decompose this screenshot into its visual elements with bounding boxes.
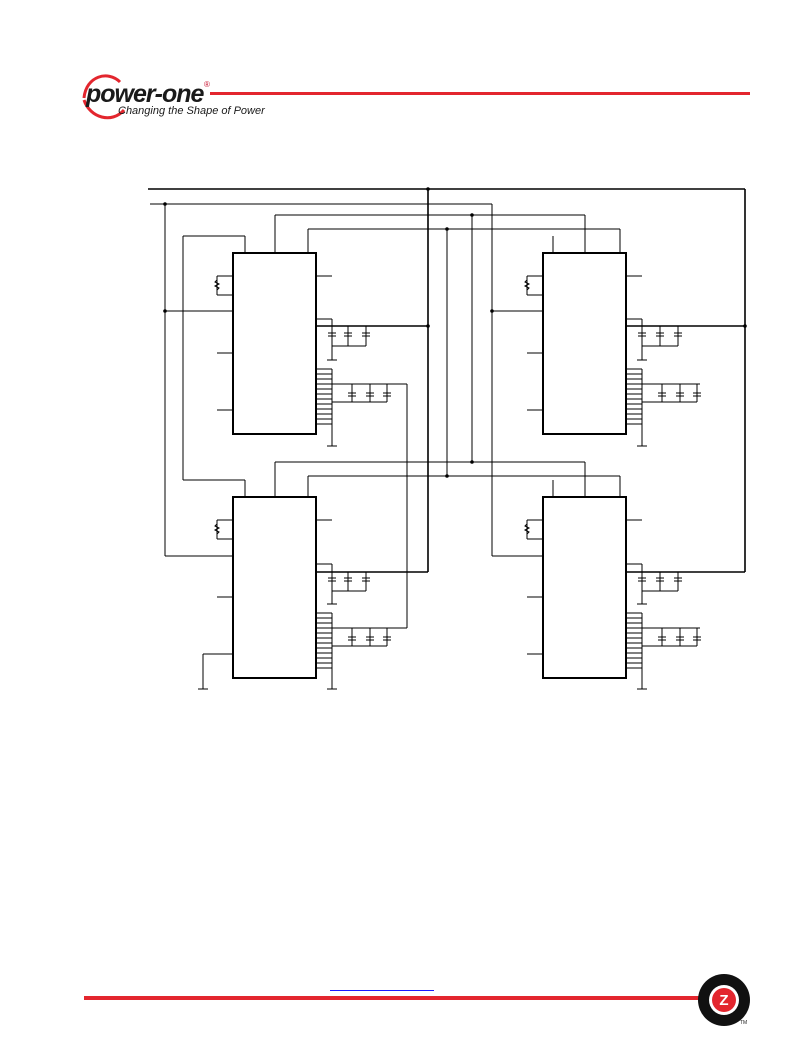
page-header: power-one ® Changing the Shape of Power bbox=[0, 0, 802, 130]
cap-bank-br bbox=[626, 519, 745, 690]
badge-label: DIGITAL IBA bbox=[700, 1030, 729, 1036]
footer-link[interactable] bbox=[330, 976, 434, 991]
cap-bank-tr bbox=[626, 275, 745, 447]
chip-pins-tl bbox=[165, 275, 233, 411]
logo-wordmark: power-one bbox=[86, 80, 204, 108]
footer-divider bbox=[84, 996, 700, 1000]
cap-bank-bl bbox=[316, 519, 428, 690]
chip-pins-br bbox=[491, 519, 543, 655]
logo-swoosh-icon bbox=[82, 74, 750, 120]
cap-bank-tl bbox=[316, 275, 428, 628]
chip-pins-tr bbox=[492, 275, 543, 411]
logo-registered-mark: ® bbox=[204, 80, 210, 89]
logo-tagline: Changing the Shape of Power bbox=[118, 105, 265, 117]
badge-tm-mark: TM bbox=[740, 1020, 748, 1026]
chip-pins-bl bbox=[164, 519, 233, 690]
digital-z-badge-icon: Z bbox=[698, 974, 750, 1026]
svg-text:Z: Z bbox=[719, 992, 728, 1009]
